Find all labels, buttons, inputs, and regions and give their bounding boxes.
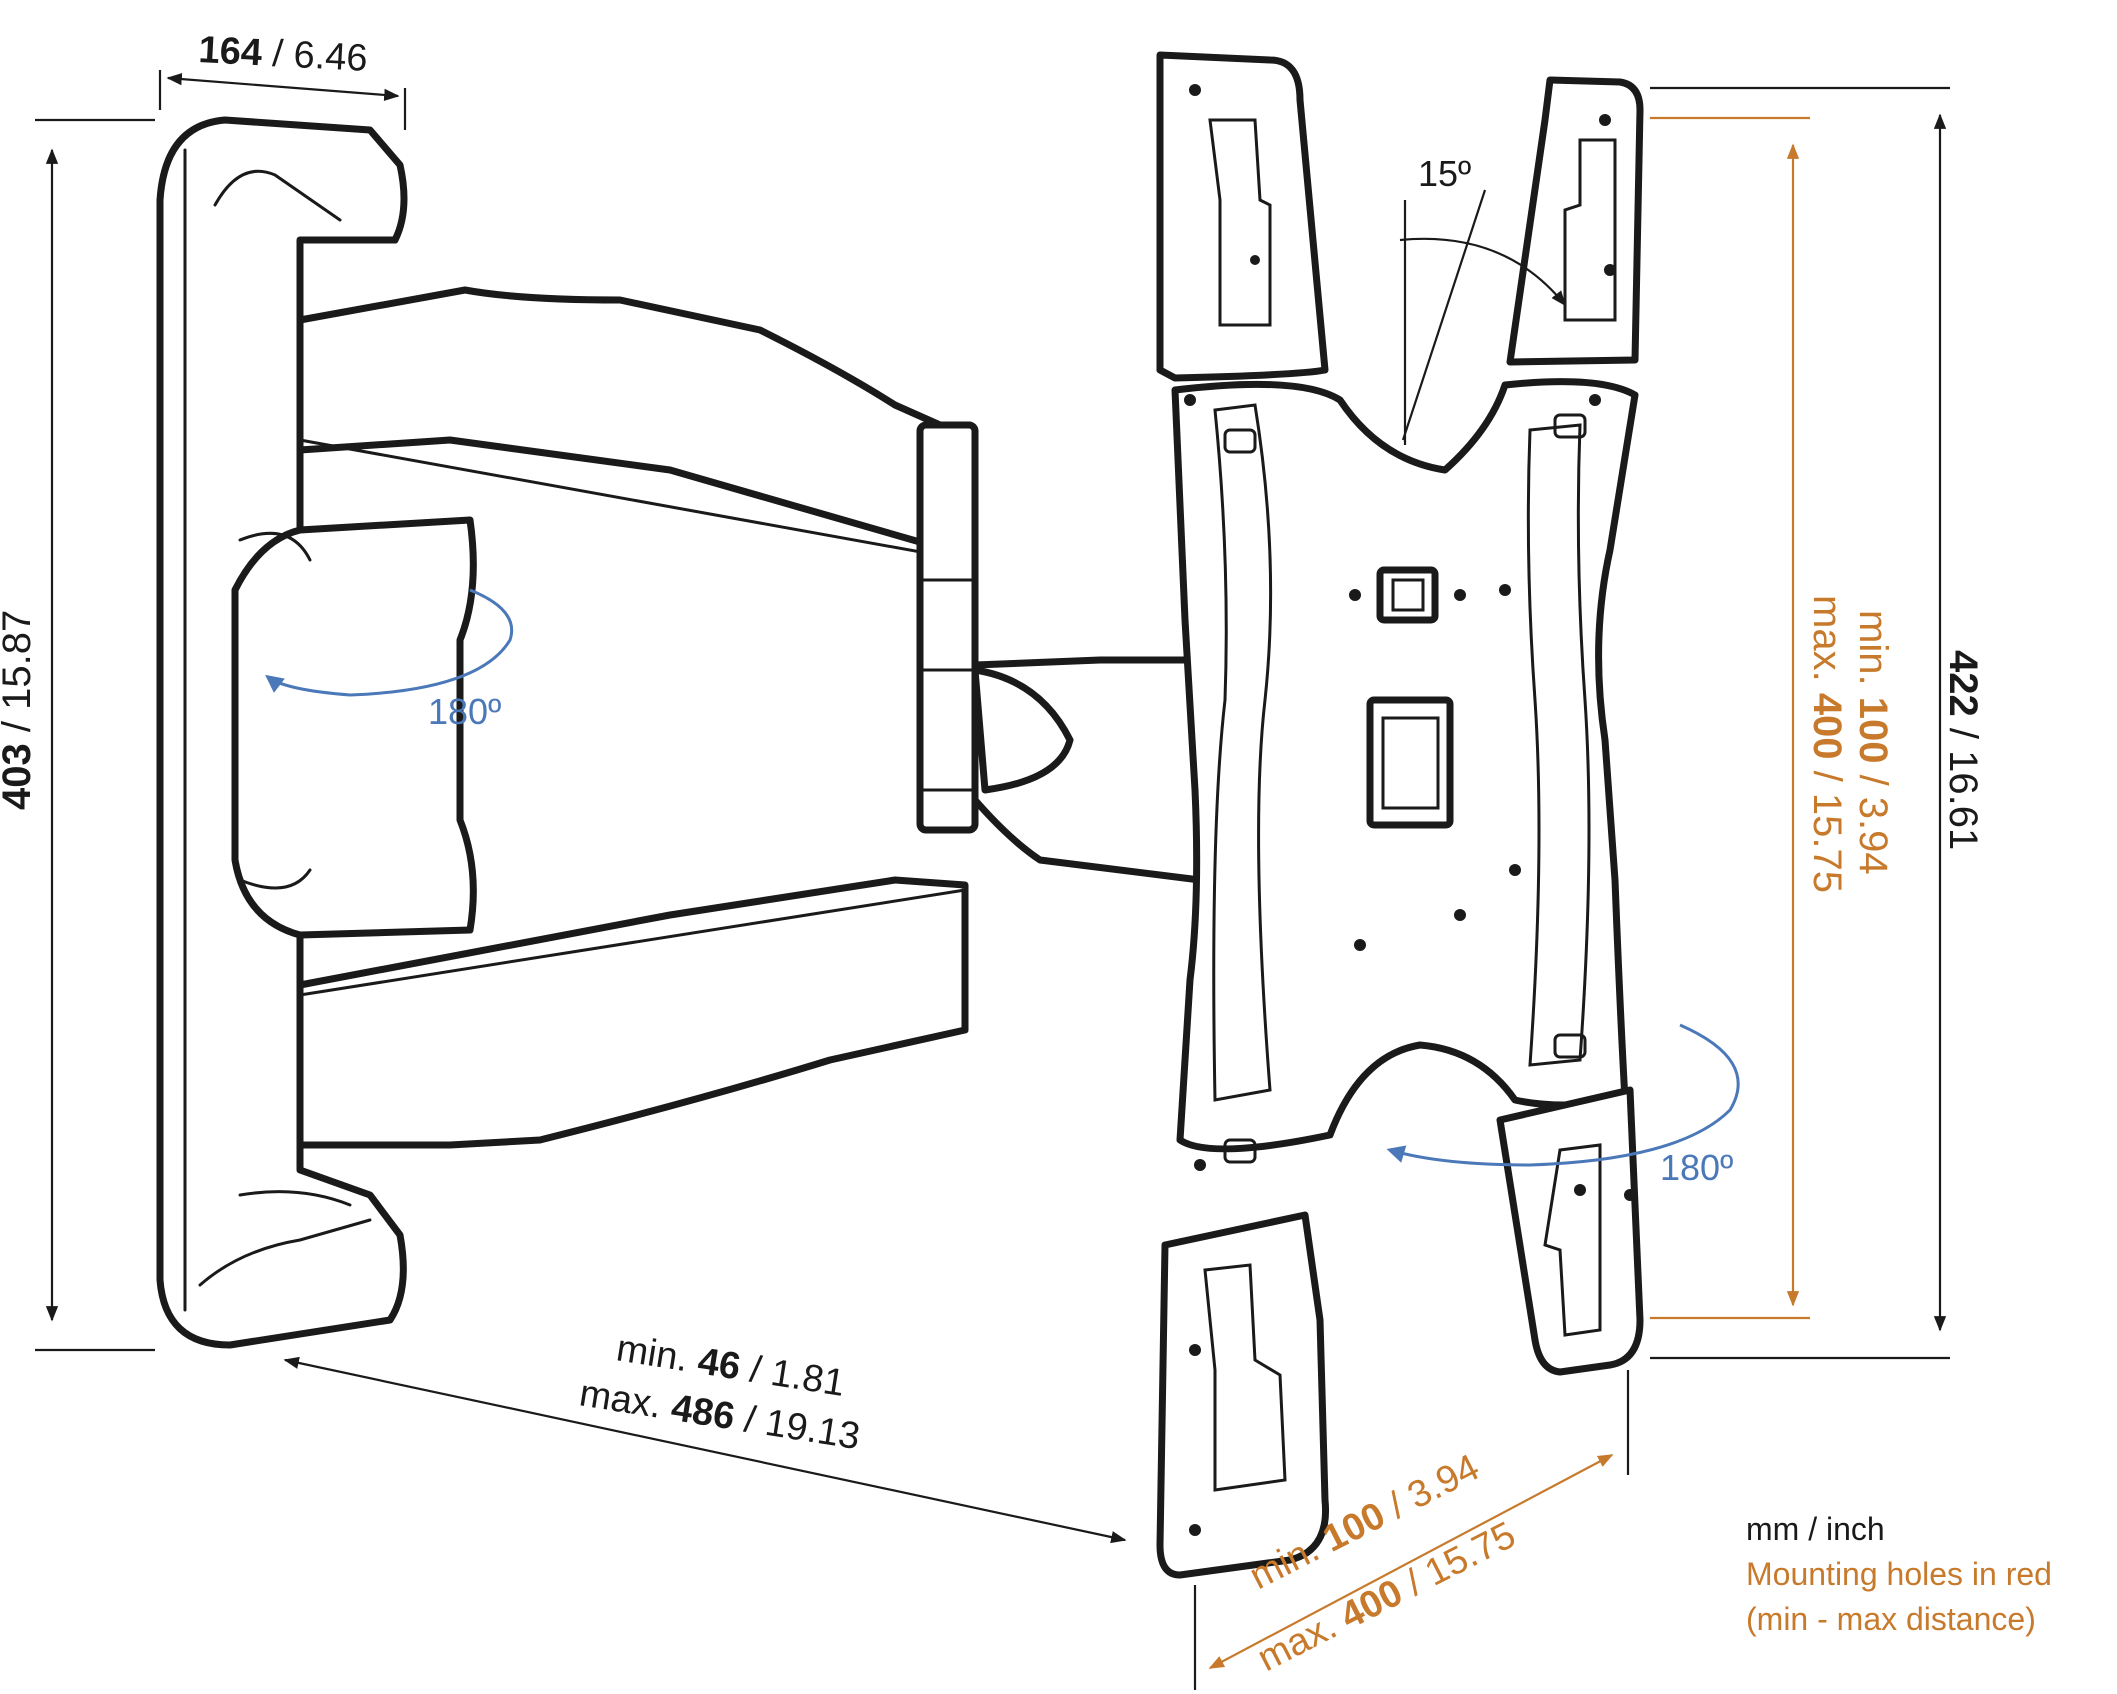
plate-arm-joint: [971, 656, 1204, 884]
dim-wall-height-line: [35, 118, 155, 1352]
tv-plate: [1156, 51, 1644, 1579]
dim-vesa-horizontal-line: [1193, 1370, 1630, 1690]
label-swivel-plate-angle: 180º: [1660, 1147, 1733, 1188]
center-bracket: [231, 516, 477, 939]
label-vesa-vertical-max: max. 400 / 15.75: [1805, 595, 1849, 893]
label-tilt-angle: 15º: [1418, 153, 1471, 194]
label-wall-height: 403 / 15.87: [0, 610, 39, 810]
dim-plate-height-line: [1650, 86, 1950, 1360]
swivel-arm-rotation-arrow: [265, 588, 513, 697]
swivel-plate-rotation-arrow: [1386, 1023, 1740, 1167]
label-plate-height: 422 / 16.61: [1941, 650, 1985, 850]
legend-note-line1: Mounting holes in red: [1746, 1556, 2052, 1592]
arm-hinge: [916, 421, 979, 834]
dim-top-width-line: [158, 70, 407, 130]
legend-note-line2: (min - max distance): [1746, 1601, 2036, 1637]
lower-arm: [296, 876, 969, 1149]
dim-depth-line: [283, 1356, 1127, 1544]
upper-arm: [296, 246, 969, 562]
label-vesa-vertical-min: min. 100 / 3.94: [1851, 610, 1895, 875]
dim-vesa-vertical-line: [1650, 116, 1810, 1320]
legend-units: mm / inch: [1746, 1511, 1885, 1547]
label-swivel-arm-angle: 180º: [428, 691, 501, 732]
label-top-width: 164 / 6.46: [198, 29, 369, 80]
tilt-angle-indicator: [1399, 189, 1566, 445]
